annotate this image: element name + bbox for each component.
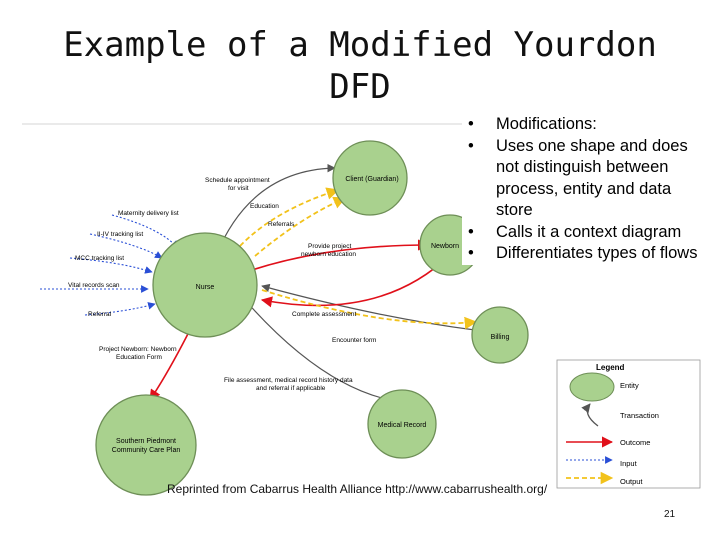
flow-complete-assessment — [260, 254, 451, 308]
legend-outcome-label: Outcome — [620, 438, 650, 447]
label-education: Education — [250, 203, 279, 210]
source-credit: Reprinted from Cabarrus Health Alliance … — [167, 482, 548, 496]
label-provide-1: Provide project — [308, 243, 352, 250]
label-community-care-2: Community Care Plan — [112, 447, 181, 454]
bullet-item: Calls it a context diagram — [462, 221, 712, 243]
label-billing: Billing — [491, 334, 510, 341]
flow-file-assessment — [244, 299, 391, 401]
label-project-2: Education Form — [116, 354, 162, 361]
flow-referral-in — [84, 302, 156, 316]
title-line-2: DFD — [329, 67, 391, 107]
title-line-1: Example of a Modified Yourdon — [63, 25, 657, 65]
label-referral: Referral — [88, 311, 112, 318]
flow-provide-education — [251, 239, 430, 271]
label-community-care-1: Southern Piedmont — [116, 438, 176, 445]
label-schedule-2: for visit — [228, 185, 249, 192]
bullet-item: Modifications: — [462, 114, 712, 136]
bullet-item: Differentiates types of flows — [462, 243, 712, 265]
legend-entity-label: Entity — [620, 381, 639, 390]
entity-client — [332, 140, 408, 216]
label-file-1: File assessment, medical record history … — [224, 377, 353, 384]
label-maternity: Maternity delivery list — [118, 210, 179, 217]
slide-title: Example of a Modified Yourdon DFD — [40, 24, 680, 108]
entity-nurse — [152, 232, 258, 338]
label-vital: Vital records scan — [68, 282, 120, 289]
label-newborn: Newborn — [431, 243, 459, 250]
flow-education — [239, 187, 340, 247]
label-referrals: Referrals — [268, 221, 295, 228]
legend-title: Legend — [596, 363, 625, 372]
entity-community-care — [95, 394, 197, 496]
legend-entity-icon — [569, 372, 615, 402]
label-complete: Complete assessment — [292, 311, 356, 318]
page-number: 21 — [664, 509, 676, 520]
flow-encounter-form — [261, 283, 476, 331]
legend-input-label: Input — [620, 459, 638, 468]
flow-iiv-list — [89, 233, 163, 259]
entity-medical-records — [367, 389, 437, 459]
label-schedule-1: Schedule appointment — [205, 177, 270, 184]
label-provide-2: newborn education — [301, 251, 356, 258]
flow-mcc-list — [69, 257, 153, 274]
flow-referrals — [254, 196, 347, 257]
label-nurse: Nurse — [196, 284, 215, 291]
label-encounter: Encounter form — [332, 337, 376, 344]
bullet-item: Uses one shape and does not distinguish … — [462, 135, 712, 222]
legend: Legend Entity Transaction Outcome Input … — [556, 359, 701, 489]
label-iiv: II-IV tracking list — [97, 231, 143, 238]
legend-transaction-icon — [581, 403, 599, 427]
legend-transaction-label: Transaction — [620, 411, 659, 420]
label-file-2: and referral if applicable — [256, 385, 326, 392]
entity-billing — [471, 306, 529, 364]
flow-to-billing — [261, 289, 478, 330]
legend-output-label: Output — [620, 477, 643, 486]
modifications-list: Modifications: Uses one shape and does n… — [462, 114, 712, 265]
label-mcc: MCC tracking list — [75, 255, 124, 262]
label-medical-records: Medical Record — [378, 422, 427, 429]
label-client: Client (Guardian) — [345, 176, 398, 183]
label-project-1: Project Newborn: Newborn — [99, 346, 177, 353]
